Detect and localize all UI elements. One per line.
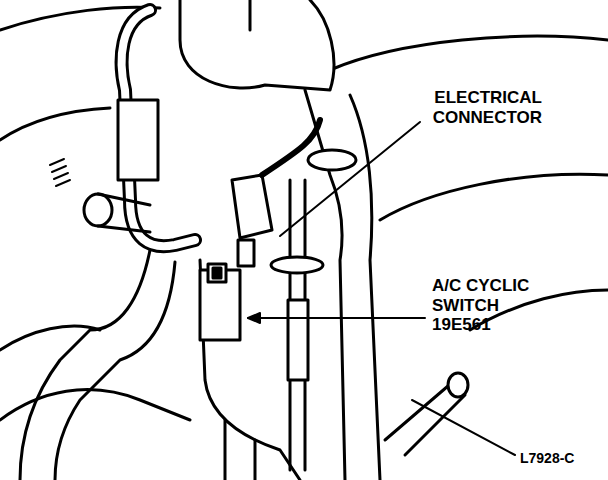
- contour-line: [0, 326, 100, 350]
- contour-line: [0, 108, 110, 140]
- spring: [50, 159, 70, 186]
- connector-plug: [238, 240, 254, 266]
- electrical-connector: [232, 175, 272, 238]
- contour-line: [380, 174, 608, 220]
- switch-terminal: [213, 268, 221, 278]
- probe-tip: [448, 373, 468, 397]
- leader-line: [280, 122, 420, 236]
- part-name: A/C CYCLIC SWITCH 19E561: [432, 276, 544, 335]
- leader-line: [412, 400, 515, 455]
- hose: [0, 390, 190, 420]
- hose: [180, 0, 334, 90]
- tube-fitting: [288, 300, 308, 380]
- arrowhead: [248, 313, 260, 323]
- hose: [55, 262, 175, 480]
- fitting: [84, 194, 112, 226]
- leader-line: [248, 317, 425, 319]
- fitting: [98, 194, 150, 232]
- hose: [20, 250, 150, 480]
- housing: [200, 260, 300, 480]
- hose: [350, 95, 380, 480]
- hose: [305, 90, 345, 480]
- figure-number: L7928-C: [520, 450, 600, 466]
- flange: [271, 257, 323, 273]
- clip: [308, 150, 356, 170]
- switch-terminal: [208, 264, 226, 282]
- housing: [225, 420, 255, 480]
- contour-line: [330, 36, 608, 70]
- bracket: [118, 100, 158, 180]
- part-name: ELECTRICAL CONNECTOR: [412, 88, 542, 127]
- hose-edge: [249, 0, 252, 30]
